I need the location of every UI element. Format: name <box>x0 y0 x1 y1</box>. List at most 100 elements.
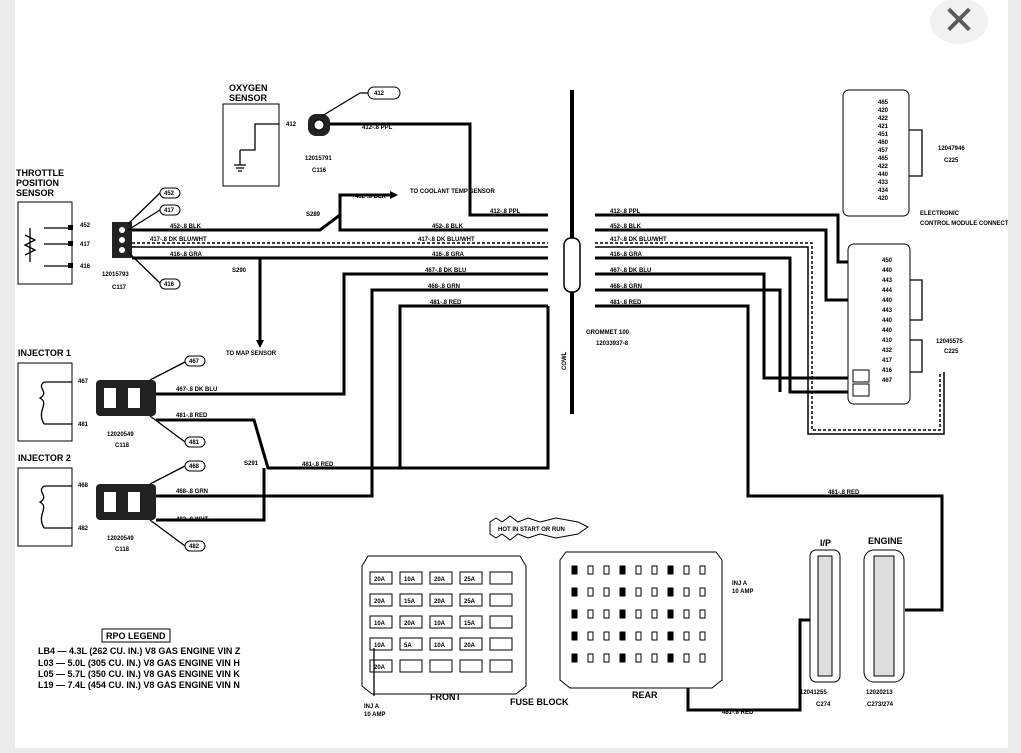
rear-fuse-terminal <box>619 609 626 619</box>
rear-fuse-terminal <box>651 587 658 597</box>
rear-fuse-terminal <box>683 631 690 641</box>
svg-text:I/P: I/P <box>820 538 831 548</box>
fuse-block-rear <box>559 551 723 689</box>
rpo-legend-title-box <box>101 628 171 643</box>
rear-fuse-terminal <box>587 653 594 663</box>
svg-text:412: 412 <box>374 91 385 97</box>
svg-text:481-.8 RED: 481-.8 RED <box>722 710 754 716</box>
svg-text:C225: C225 <box>944 158 959 164</box>
wire-467 <box>156 272 548 396</box>
tps-box <box>17 201 73 285</box>
svg-text:417: 417 <box>80 242 91 248</box>
rear-fuse-terminal <box>635 653 642 663</box>
cowl-grommet: GROMMET 100 12033937-8 COWL <box>562 90 630 414</box>
ecm-mid-pin: 440 <box>882 268 893 274</box>
svg-text:412-.8 PPL: 412-.8 PPL <box>490 209 521 215</box>
svg-text:C117: C117 <box>112 285 127 291</box>
svg-text:L03 — 5.0L (305 CU. IN.) V8 GA: L03 — 5.0L (305 CU. IN.) V8 GAS ENGINE V… <box>38 658 240 668</box>
fuse-rating: 15A <box>464 621 476 627</box>
fuse-rating: 10A <box>434 643 446 649</box>
fuse-rating: 5A <box>404 643 412 649</box>
rear-fuse-terminal <box>603 631 610 641</box>
svg-text:452: 452 <box>164 191 175 197</box>
svg-text:FRONT: FRONT <box>430 692 461 702</box>
svg-text:INJECTOR 2: INJECTOR 2 <box>18 453 71 463</box>
rear-fuse-terminal <box>651 565 658 575</box>
svg-text:S290: S290 <box>232 268 247 274</box>
ecm-mid-pin: 440 <box>882 298 893 304</box>
svg-text:TO MAP SENSOR: TO MAP SENSOR <box>226 351 277 357</box>
svg-text:481-.8 RED: 481-.8 RED <box>430 300 462 306</box>
svg-text:481-.8 RED: 481-.8 RED <box>176 413 208 419</box>
fuse-slot <box>429 615 453 629</box>
fuse-slot <box>399 659 423 673</box>
ecm-mid-pin: 410 <box>882 338 893 344</box>
svg-text:TO COOLANT TEMP SENSOR: TO COOLANT TEMP SENSOR <box>410 189 495 195</box>
rear-fuse-terminal <box>619 653 626 663</box>
ecm-top-pin: 433 <box>878 180 889 186</box>
fuse-slot <box>369 659 393 673</box>
svg-text:481-.8 RED: 481-.8 RED <box>302 462 334 468</box>
svg-text:468-.8 GRN: 468-.8 GRN <box>428 284 460 290</box>
rear-fuse-terminal <box>635 631 642 641</box>
ecm-top-pin: 420 <box>878 196 889 202</box>
close-button[interactable]: ✕ <box>930 0 988 44</box>
rear-fuse-terminal <box>587 609 594 619</box>
svg-text:ENGINE: ENGINE <box>868 536 903 546</box>
svg-text:417: 417 <box>164 208 175 214</box>
svg-text:468-.8 GRN: 468-.8 GRN <box>610 284 642 290</box>
fuse-slot <box>429 659 453 673</box>
fuse-rating: 10A <box>374 621 386 627</box>
fuse-rating: 10A <box>374 643 386 649</box>
ecm-mid-pin: 432 <box>882 348 893 354</box>
ecm-mid-pin: 467 <box>882 378 893 384</box>
fuse-slot <box>459 593 483 607</box>
rear-fuse-terminal <box>699 631 706 641</box>
svg-text:12033937-8: 12033937-8 <box>596 341 629 347</box>
rear-fuse-terminal <box>699 587 706 597</box>
svg-text:C225: C225 <box>944 349 959 355</box>
svg-text:C118: C118 <box>115 443 130 449</box>
rear-fuse-terminal <box>699 565 706 575</box>
fuse-rating: 10A <box>404 577 416 583</box>
svg-text:12041255: 12041255 <box>800 690 827 696</box>
ecm-mid-pin: 444 <box>882 288 893 294</box>
svg-text:452-.8 BLK: 452-.8 BLK <box>355 194 387 200</box>
rpo-legend: RPO LEGEND LB4 — 4.3L (262 CU. IN.) V8 G… <box>38 628 241 690</box>
rear-fuse-terminal <box>651 653 658 663</box>
svg-text:452: 452 <box>80 223 91 229</box>
rear-fuse-terminal <box>571 631 578 641</box>
svg-text:468: 468 <box>78 483 89 489</box>
ecm-top-pin: 460 <box>878 140 889 146</box>
fuse-slot <box>489 615 513 629</box>
fuse-rating: 20A <box>374 577 386 583</box>
ecm-connector-top <box>842 89 910 217</box>
svg-text:INJ A10 AMP: INJ A10 AMP <box>364 704 385 718</box>
ecm-top-pin: 440 <box>878 172 889 178</box>
fuse-slot <box>369 593 393 607</box>
rear-fuse-terminal <box>667 565 674 575</box>
ecm-top-pin: 422 <box>878 164 889 170</box>
wire-481-left <box>156 306 550 470</box>
fuse-slot <box>459 659 483 673</box>
rear-fuse-terminal <box>571 609 578 619</box>
rear-fuse-terminal <box>667 587 674 597</box>
svg-text:L19 — 7.4L (454 CU. IN.) V8 GA: L19 — 7.4L (454 CU. IN.) V8 GAS ENGINE V… <box>38 680 240 690</box>
ecm-top-pin: 422 <box>878 116 889 122</box>
fuse-rating: 20A <box>434 599 446 605</box>
svg-text:412-.8 PPL: 412-.8 PPL <box>610 209 641 215</box>
fuse-rating: 20A <box>404 621 416 627</box>
rear-fuse-terminal <box>699 609 706 619</box>
svg-text:452-.8 BLK: 452-.8 BLK <box>170 224 202 230</box>
rear-fuse-terminal <box>603 653 610 663</box>
svg-text:416-.8 GRA: 416-.8 GRA <box>170 252 203 258</box>
rear-fuse-terminal <box>587 565 594 575</box>
svg-text:416: 416 <box>80 264 91 270</box>
svg-text:LB4 — 4.3L (262 CU. IN.) V8 GA: LB4 — 4.3L (262 CU. IN.) V8 GAS ENGINE V… <box>38 646 241 656</box>
svg-text:468: 468 <box>189 464 200 470</box>
oxygen-sensor-element <box>240 123 279 151</box>
injector-1-box <box>17 362 73 442</box>
